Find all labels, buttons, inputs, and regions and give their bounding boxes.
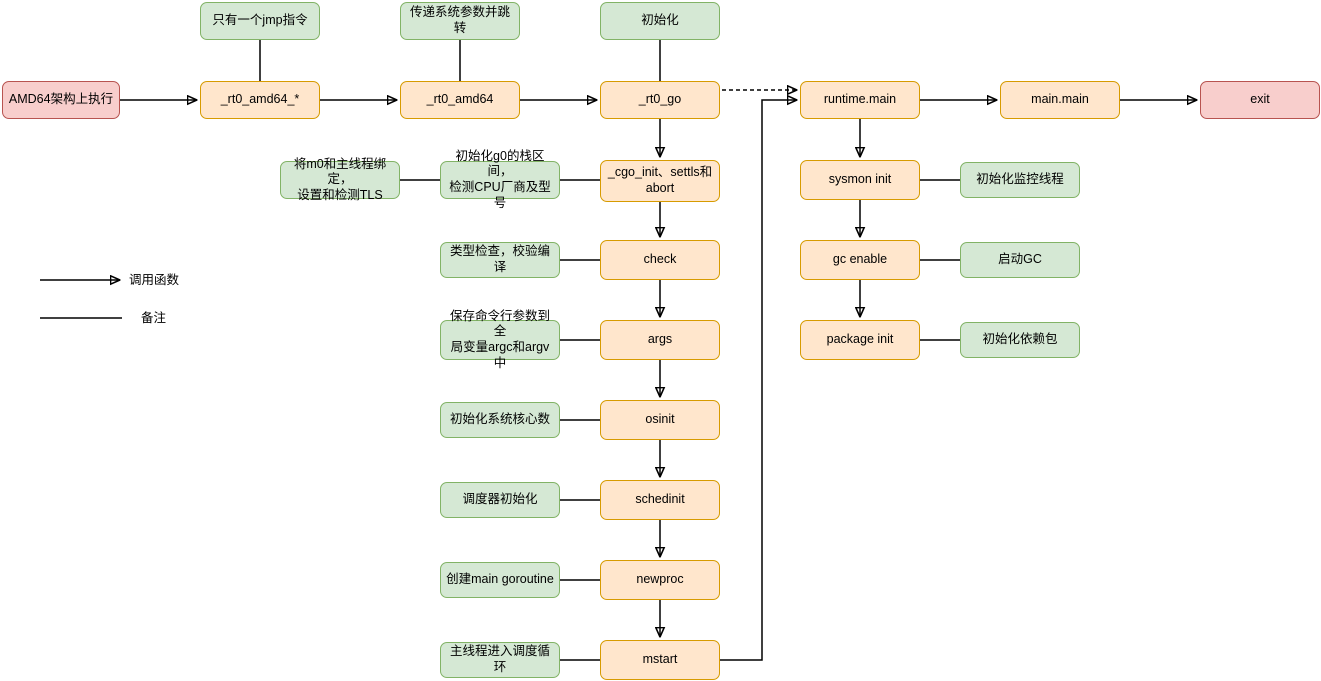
node-check-label: check — [643, 252, 677, 267]
note-bind-m0: 将m0和主线程绑定， 设置和检测TLS — [280, 157, 400, 202]
node-package-init: package init — [800, 320, 920, 360]
note-scheduler-label: 调度器初始化 — [462, 492, 538, 507]
node-gc-enable: gc enable — [800, 240, 920, 280]
note-cpu-cores: 初始化系统核心数 — [440, 402, 560, 438]
note-init: 初始化 — [600, 2, 720, 40]
node-osinit: osinit — [600, 400, 720, 440]
node-exit: exit — [1200, 81, 1320, 119]
note-init-packages: 初始化依赖包 — [960, 322, 1080, 358]
node-main-main-label: main.main — [1031, 92, 1089, 107]
node-rt0-go: _rt0_go — [600, 81, 720, 119]
note-create-goroutine: 创建main goroutine — [440, 562, 560, 598]
node-rt0-amd64-star: _rt0_amd64_* — [200, 81, 320, 119]
node-mstart-label: mstart — [642, 652, 678, 667]
node-exit-label: exit — [1250, 92, 1270, 107]
node-newproc: newproc — [600, 560, 720, 600]
node-rt0-amd64-label: _rt0_amd64 — [426, 92, 494, 107]
note-save-args: 保存命令行参数到全 局变量argc和argv中 — [440, 309, 560, 370]
note-init-label: 初始化 — [641, 13, 679, 28]
note-create-goroutine-label: 创建main goroutine — [446, 572, 554, 587]
note-save-args-label: 保存命令行参数到全 局变量argc和argv中 — [449, 308, 550, 370]
node-gc-enable-label: gc enable — [832, 252, 888, 267]
node-cgo-init: _cgo_init、settls和 abort — [600, 160, 720, 202]
node-sysmon-init-label: sysmon init — [828, 172, 892, 187]
note-init-g0: 初始化g0的栈区间， 检测CPU厂商及型号 — [440, 149, 560, 210]
legend-call-label: 调用函数 — [129, 273, 180, 287]
note-type-check-label: 类型检查，校验编译 — [449, 244, 550, 274]
note-cpu-cores-label: 初始化系统核心数 — [449, 412, 550, 427]
node-args: args — [600, 320, 720, 360]
node-runtime-main-label: runtime.main — [823, 92, 897, 107]
note-init-packages-label: 初始化依赖包 — [982, 332, 1058, 347]
note-monitor-thread-label: 初始化监控线程 — [976, 172, 1064, 187]
node-schedinit: schedinit — [600, 480, 720, 520]
node-amd64-entry-label: AMD64架构上执行 — [8, 92, 114, 107]
note-pass-params: 传递系统参数并跳转 — [400, 2, 520, 40]
note-bind-m0-label: 将m0和主线程绑定， 设置和检测TLS — [293, 156, 387, 202]
note-jmp-label: 只有一个jmp指令 — [212, 13, 308, 28]
node-check: check — [600, 240, 720, 280]
note-pass-params-label: 传递系统参数并跳转 — [409, 5, 510, 35]
node-main-main: main.main — [1000, 81, 1120, 119]
note-scheduler: 调度器初始化 — [440, 482, 560, 518]
node-args-label: args — [647, 332, 673, 347]
note-jmp: 只有一个jmp指令 — [200, 2, 320, 40]
note-schedule-loop-label: 主线程进入调度循环 — [449, 644, 550, 674]
node-mstart: mstart — [600, 640, 720, 680]
note-start-gc: 启动GC — [960, 242, 1080, 278]
node-amd64-entry: AMD64架构上执行 — [2, 81, 120, 119]
node-package-init-label: package init — [826, 332, 894, 347]
node-runtime-main: runtime.main — [800, 81, 920, 119]
node-sysmon-init: sysmon init — [800, 160, 920, 200]
note-schedule-loop: 主线程进入调度循环 — [440, 642, 560, 678]
node-rt0-amd64: _rt0_amd64 — [400, 81, 520, 119]
node-osinit-label: osinit — [645, 412, 675, 427]
node-newproc-label: newproc — [636, 572, 684, 587]
note-init-g0-label: 初始化g0的栈区间， 检测CPU厂商及型号 — [449, 148, 551, 210]
node-schedinit-label: schedinit — [635, 492, 685, 507]
note-type-check: 类型检查，校验编译 — [440, 242, 560, 278]
node-cgo-init-label: _cgo_init、settls和 abort — [607, 165, 713, 195]
node-rt0-go-label: _rt0_go — [638, 92, 682, 107]
node-rt0-amd64-star-label: _rt0_amd64_* — [220, 92, 300, 107]
note-monitor-thread: 初始化监控线程 — [960, 162, 1080, 198]
note-start-gc-label: 启动GC — [998, 252, 1042, 267]
legend-note-label: 备注 — [141, 311, 167, 325]
edge-mstart-to-runtime-main — [720, 100, 797, 661]
